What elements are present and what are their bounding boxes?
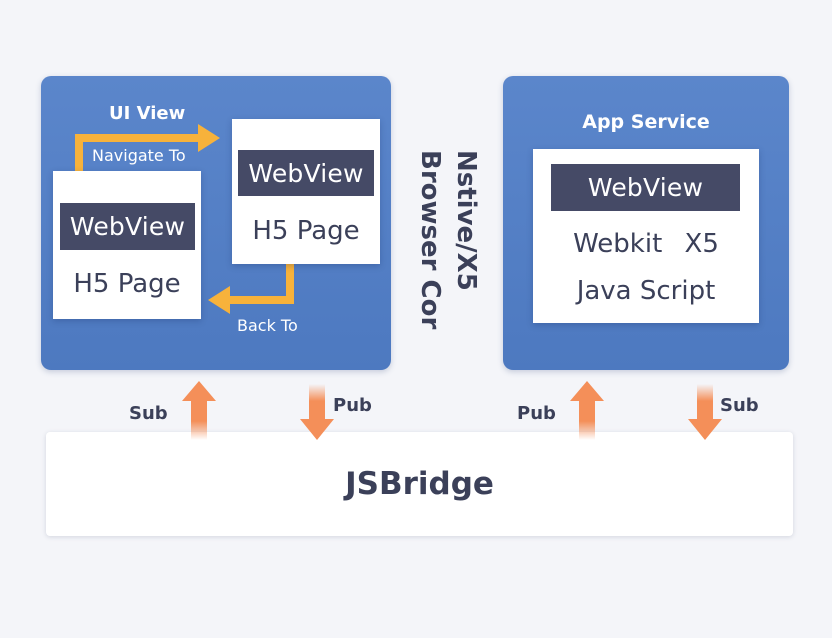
h5-page-label: H5 Page (73, 269, 181, 299)
h5-page-card-left: WebView H5 Page (53, 171, 201, 319)
webview-bar: WebView (551, 164, 740, 211)
jsbridge-bar: JSBridge (46, 432, 793, 536)
app-service-title: App Service (582, 111, 710, 133)
ui-view-title: UI View (109, 103, 186, 124)
ui-pub-label: Pub (333, 395, 372, 416)
browser-core-label: Nstive/X5 Browser Cor (412, 150, 484, 329)
app-service-card: WebView Webkit X5 Java Script (533, 149, 759, 323)
app-pub-arrow (570, 381, 604, 440)
h5-page-card-right: WebView H5 Page (232, 119, 380, 264)
navigate-to-arrow (75, 124, 220, 171)
app-pub-label: Pub (517, 403, 556, 424)
navigate-to-label: Navigate To (92, 146, 186, 165)
engines-label: Webkit X5 (573, 229, 719, 259)
browser-core-label-line2: Browser Cor (415, 150, 445, 330)
back-to-label: Back To (237, 316, 298, 335)
javascript-label: Java Script (576, 276, 716, 306)
app-sub-arrow (688, 384, 722, 440)
ui-pub-arrow (300, 384, 334, 440)
back-to-arrow (208, 264, 294, 314)
jsbridge-label: JSBridge (345, 466, 494, 502)
ui-sub-arrow (182, 381, 216, 440)
webview-bar: WebView (238, 150, 374, 196)
h5-page-label: H5 Page (252, 216, 360, 246)
ui-sub-label: Sub (129, 403, 168, 424)
app-sub-label: Sub (720, 395, 759, 416)
browser-core-label-line1: Nstive/X5 (451, 150, 481, 291)
webview-bar: WebView (60, 203, 195, 250)
